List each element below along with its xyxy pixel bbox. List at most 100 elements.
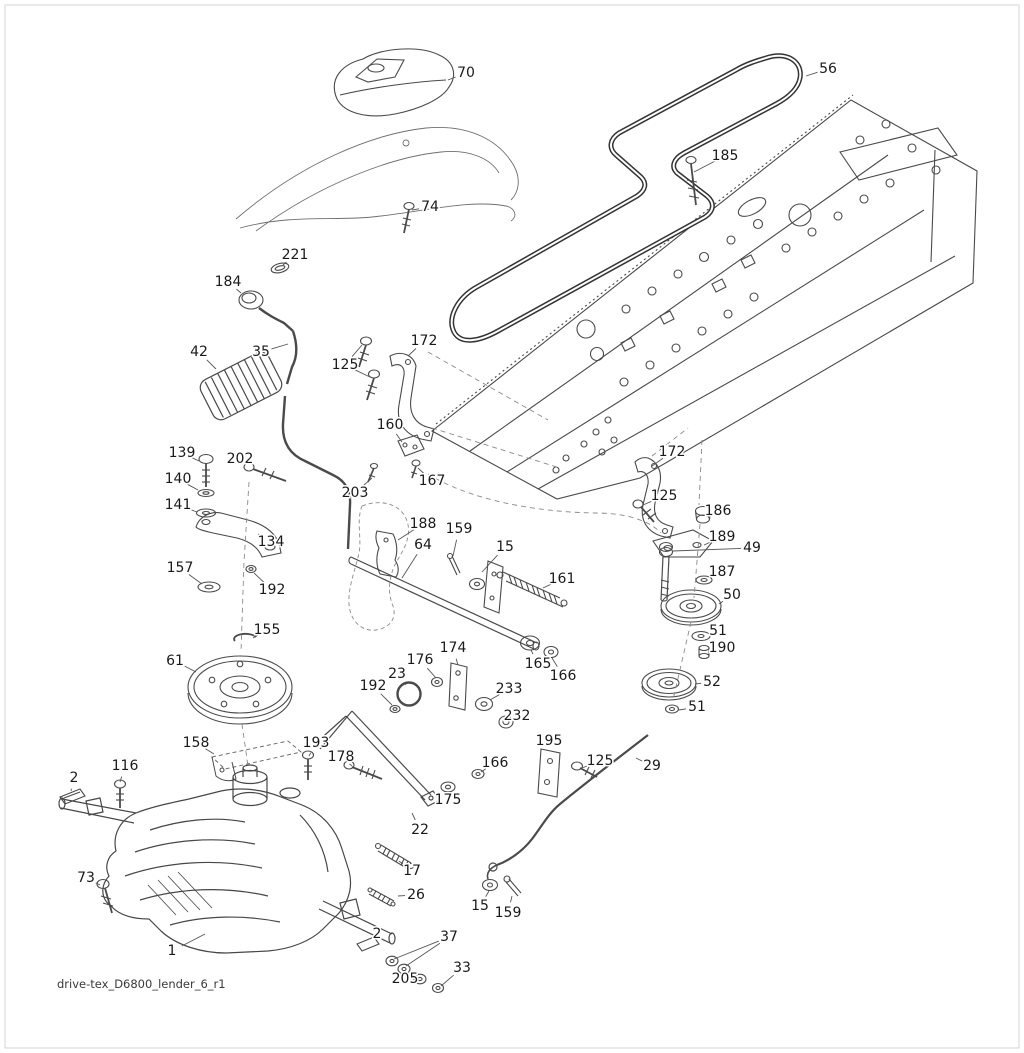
callout-leader-161	[542, 583, 553, 589]
callout-leader-15	[485, 890, 490, 897]
callout-leader-23	[403, 682, 407, 686]
callout-leader-157	[188, 574, 203, 585]
callout-leader-33	[440, 974, 454, 987]
callout-165: 165	[525, 656, 552, 672]
callout-139: 139	[169, 445, 196, 461]
callout-141: 141	[165, 497, 192, 513]
bolts-125-left	[357, 336, 381, 401]
callout-188: 188	[410, 516, 437, 532]
callout-15: 15	[496, 539, 514, 555]
callout-134: 134	[258, 534, 285, 550]
callout-leader-73	[95, 882, 101, 886]
callout-leader-140	[187, 483, 199, 491]
callout-202: 202	[227, 451, 254, 467]
callout-232: 232	[504, 708, 531, 724]
callout-51: 51	[688, 699, 706, 715]
hardware-left	[59, 779, 127, 914]
callout-leader-160	[395, 433, 403, 443]
callout-15: 15	[471, 898, 489, 914]
callout-125: 125	[587, 753, 614, 769]
callout-29: 29	[643, 758, 661, 774]
callout-leader-159	[452, 539, 458, 557]
plate-160-group	[367, 434, 425, 483]
callout-leader-233	[489, 694, 500, 701]
callout-166: 166	[550, 668, 577, 684]
axle-end-hardware	[356, 936, 445, 994]
callout-leader-190	[708, 650, 712, 652]
callout-64: 64	[414, 537, 432, 553]
callout-leader-125	[642, 499, 655, 506]
callout-51: 51	[709, 623, 727, 639]
callout-61: 61	[166, 653, 184, 669]
callout-140: 140	[165, 471, 192, 487]
callout-leader-125	[351, 344, 363, 357]
callout-203: 203	[342, 485, 369, 501]
clip-221	[270, 262, 290, 274]
callout-leader-37	[405, 942, 441, 967]
callout-176: 176	[407, 652, 434, 668]
callout-leader-167	[417, 467, 425, 474]
callout-185: 185	[712, 148, 739, 164]
dashed-guides	[240, 351, 703, 767]
callout-189: 189	[709, 529, 736, 545]
callout-leader-172	[407, 348, 417, 357]
bracket-172-right	[632, 457, 674, 539]
callout-37: 37	[440, 929, 458, 945]
callout-leader-176	[426, 667, 437, 679]
callout-leader-51	[678, 708, 687, 711]
fender-outline	[235, 126, 519, 232]
callout-leader-74	[411, 208, 420, 211]
callout-leader-139	[191, 457, 200, 462]
callout-56: 56	[819, 61, 837, 77]
bracket-158	[210, 740, 303, 782]
callout-leader-17	[398, 860, 404, 865]
callout-leader-22	[411, 812, 416, 821]
callout-159: 159	[495, 905, 522, 921]
bolt-185	[685, 155, 700, 206]
callout-leader-56	[805, 71, 818, 77]
callout-leader-2	[70, 788, 72, 792]
callout-leader-52	[694, 682, 702, 685]
callout-leader-193	[308, 752, 312, 757]
callout-leader-159	[510, 895, 513, 903]
chassis-frame	[431, 94, 978, 500]
callout-175: 175	[435, 792, 462, 808]
callout-190: 190	[709, 640, 736, 656]
callout-74: 74	[421, 199, 439, 215]
callout-35: 35	[252, 344, 270, 360]
callout-leader-192	[253, 572, 265, 583]
callout-26: 26	[407, 887, 425, 903]
callout-195: 195	[536, 733, 563, 749]
callout-17: 17	[403, 863, 421, 879]
callout-leader-192	[380, 693, 393, 706]
callout-leader-203	[362, 477, 373, 487]
callout-33: 33	[453, 960, 471, 976]
callout-172: 172	[411, 333, 438, 349]
pulley-61-stack	[187, 564, 293, 725]
callout-184: 184	[215, 274, 242, 290]
callout-49: 49	[743, 540, 761, 556]
screw-74	[401, 201, 415, 234]
callout-186: 186	[705, 503, 732, 519]
callout-167: 167	[419, 473, 446, 489]
callout-22: 22	[411, 822, 429, 838]
washers-165-166	[519, 635, 559, 659]
callout-42: 42	[190, 344, 208, 360]
callout-160: 160	[377, 417, 404, 433]
callout-leader-166	[551, 657, 558, 667]
callout-leader-35	[271, 343, 289, 350]
bracket-172-left	[389, 352, 435, 442]
callout-52: 52	[703, 674, 721, 690]
callout-193: 193	[303, 735, 330, 751]
pedal-shaft-group	[348, 530, 568, 651]
callout-leader-1	[181, 933, 206, 947]
callout-leader-174	[455, 658, 459, 666]
bracket-195	[537, 748, 598, 798]
callout-leader-125	[354, 369, 371, 378]
callout-70: 70	[457, 65, 475, 81]
shift-lever	[238, 290, 352, 550]
callout-leader-125	[581, 764, 590, 769]
callout-125: 125	[651, 488, 678, 504]
